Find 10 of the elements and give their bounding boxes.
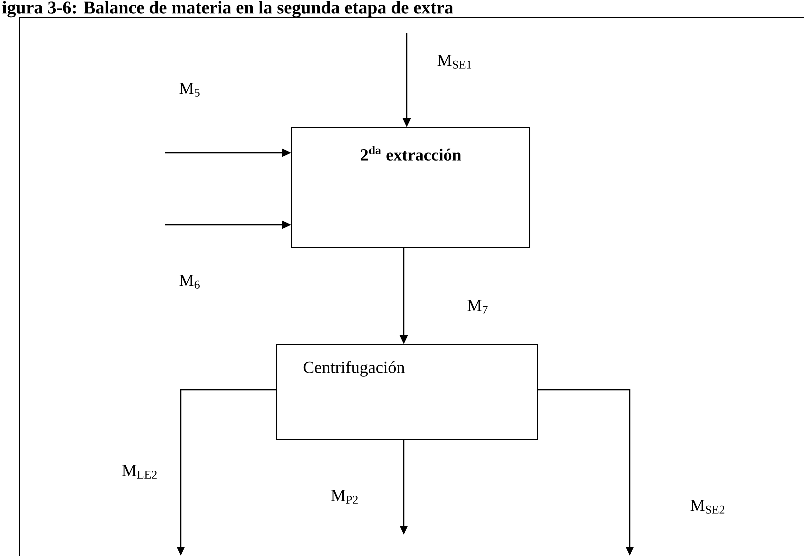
- edge-label: M$_{7}$: [466, 299, 490, 315]
- edge-label: M$_{LE2}$: [120, 464, 160, 480]
- edge-label: M$_{5}$: [178, 82, 202, 98]
- title: igura 3-6: Balance de materia en la segunda etapa de extra: [2, 1, 454, 18]
- edge-label: M$_{6}$: [178, 274, 202, 290]
- edge-label: M$_{P2}$: [330, 489, 360, 505]
- process-box: Centrifugación: [276, 344, 538, 440]
- edge-label: M$_{SE1}$: [436, 54, 474, 70]
- process-box: 2$^{da}$ extracción: [292, 128, 530, 248]
- edge-label: M$_{SE2}$: [689, 499, 727, 515]
